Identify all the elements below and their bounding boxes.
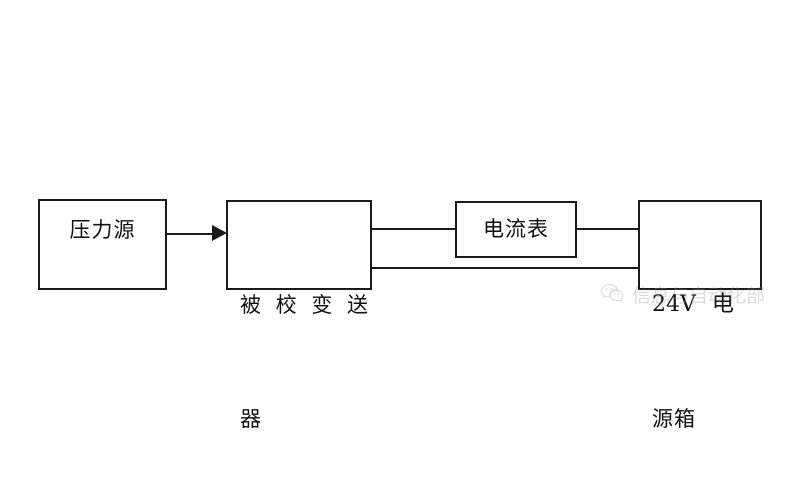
block-ammeter: 电流表	[455, 201, 577, 258]
block-power-supply: 24V 电 源箱	[638, 200, 762, 431]
block-pressure-source-label: 压力源	[69, 218, 136, 242]
block-transmitter-label-line-2: 器	[240, 407, 262, 431]
connector-transmitter-to-ammeter	[372, 228, 455, 230]
block-transmitter-label-line-1: 被 校 变 送	[240, 293, 373, 317]
connector-source-to-transmitter	[167, 233, 219, 235]
wechat-logo-icon	[600, 283, 626, 307]
power-supply-voltage: 24V	[652, 292, 696, 317]
arrowhead-icon	[212, 225, 227, 241]
power-supply-char-dian: 电	[711, 292, 734, 317]
connector-ammeter-to-power-supply	[577, 228, 638, 230]
block-ammeter-label: 电流表	[483, 217, 549, 241]
block-pressure-source: 压力源	[38, 199, 167, 290]
block-transmitter-label: 被 校 变 送 器	[240, 210, 372, 500]
block-power-supply-label-line-2: 源箱	[652, 407, 696, 431]
block-power-supply-label-line-1: 24V 电	[652, 286, 734, 324]
connector-return-loop	[372, 267, 638, 269]
block-power-supply-label: 24V 电 源箱	[652, 210, 734, 500]
block-transmitter: 被 校 变 送 器	[226, 200, 372, 431]
